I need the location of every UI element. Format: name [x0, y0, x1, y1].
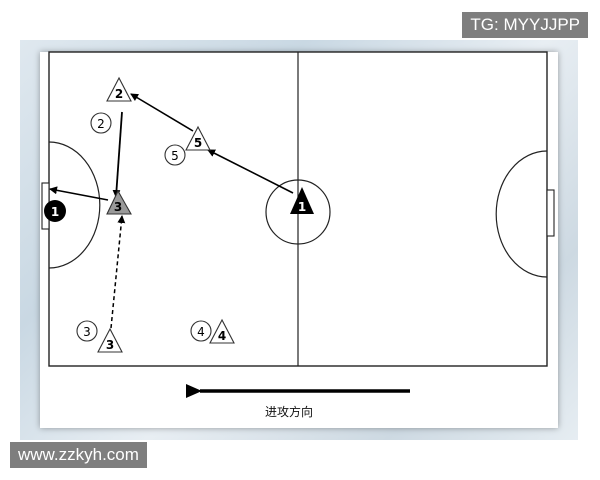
left-penalty-arc: [48, 141, 101, 269]
pass-arrow-5-to-2: [130, 93, 194, 132]
center-circle: [265, 179, 331, 245]
attacker-1: 1: [290, 187, 314, 214]
attacker-3-upper: 3: [106, 189, 132, 215]
attacker-4-label: 4: [218, 329, 226, 343]
attacker-4: 4: [209, 318, 235, 344]
run-arrow-3-dashed: [110, 215, 126, 329]
shot-arrow-3-to-goal: [49, 186, 109, 201]
defender-5-label: 5: [171, 149, 179, 163]
defender-2: 2: [90, 112, 112, 134]
attacker-3-upper-label: 3: [114, 200, 122, 214]
attacker-3-lower: 3: [97, 327, 123, 353]
pass-arrow-2-to-3: [112, 111, 123, 198]
opponent-goalkeeper-1: 1: [44, 200, 66, 222]
defender-3: 3: [76, 320, 98, 342]
attacker-5-label: 5: [194, 136, 202, 150]
watermark-top: TG: MYYJJPP: [462, 12, 588, 38]
attacker-1-label: 1: [298, 200, 306, 214]
watermark-bottom: www.zzkyh.com: [10, 442, 147, 468]
attacker-5: 5: [185, 125, 211, 151]
defender-3-label: 3: [83, 325, 91, 339]
attacker-2: 2: [106, 76, 132, 102]
right-penalty-arc: [495, 150, 548, 278]
right-goal: [546, 189, 555, 237]
attacker-2-label: 2: [115, 87, 123, 101]
defender-5: 5: [164, 144, 186, 166]
attacker-3-lower-label: 3: [106, 338, 114, 352]
defender-4: 4: [190, 320, 212, 342]
defender-2-label: 2: [97, 117, 105, 131]
attack-direction-label: 进攻方向: [265, 405, 314, 419]
pass-arrow-1-to-5: [207, 149, 294, 194]
defender-4-label: 4: [197, 325, 205, 339]
opponent-goalkeeper-1-label: 1: [51, 205, 59, 219]
